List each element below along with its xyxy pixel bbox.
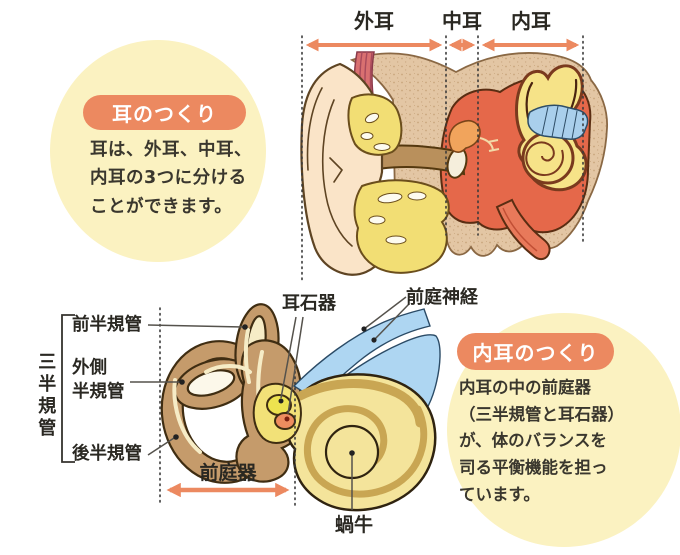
cartilage-upper: [347, 93, 403, 156]
auditory-nerve-striations: [541, 105, 578, 140]
label-posterior-canal: 後半規管: [72, 444, 142, 464]
cochlea-spiral: [303, 405, 428, 498]
cartilage-lower: [353, 179, 450, 274]
label-lateral-canal: 外側 半規管: [72, 358, 125, 402]
semicircular-slits: [525, 78, 578, 130]
cochlea-opening: [324, 424, 380, 480]
cochlea-top-spiral: [525, 141, 564, 177]
intro-bubble: 耳のつくり 耳は、外耳、中耳、 内耳の3つに分ける ことができます。: [50, 40, 266, 262]
cochlea-top: [521, 131, 575, 185]
middle-ear-cavity: [439, 75, 592, 234]
eardrum: [446, 147, 468, 179]
inner-ear-illustration: [160, 303, 441, 512]
cochlea: [286, 373, 437, 512]
utricle: [266, 394, 292, 416]
vestibular-nerve-upper: [292, 308, 431, 401]
labyrinth: [515, 64, 588, 192]
inner-ear-bubble-text: 内耳の中の前庭器 （三半規管と耳石器） が、体のバランスを 司る平衡機能を担っ …: [459, 378, 624, 504]
canal-highlights: [172, 328, 268, 454]
label-outer-ear: 外耳: [354, 9, 394, 33]
auditory-nerve: [527, 104, 589, 140]
vestibular-nerve-lower: [312, 334, 441, 435]
inner-ear-bubble-title: 内耳のつくり: [457, 333, 614, 370]
eustachian-tube: [495, 198, 551, 261]
ear-cross-section-illustration: [300, 51, 608, 276]
ear-canal: [358, 144, 466, 176]
inner-ear-bubble: 内耳のつくり 内耳の中の前庭器 （三半規管と耳石器） が、体のバランスを 司る平…: [447, 313, 680, 547]
leader-dots: [173, 324, 377, 456]
pinna: [300, 62, 389, 276]
intro-bubble-text: 耳は、外耳、中耳、 内耳の3つに分ける ことができます。: [90, 140, 252, 217]
region-dividers: [301, 35, 584, 283]
ear-muscle-striations: [359, 51, 377, 131]
stapes: [479, 137, 500, 152]
label-middle-ear: 中耳: [442, 9, 482, 33]
posterior-canal-hole: [181, 357, 267, 463]
label-vestibular-nerve: 前庭神経: [406, 287, 478, 308]
eustachian-tube-line: [502, 207, 538, 252]
cochlea-top-band: [295, 379, 425, 428]
pinna-folds: [306, 87, 353, 247]
label-cochlea: 蝸牛: [334, 514, 374, 536]
label-otolith-organ: 耳石器: [282, 293, 336, 314]
ear-muscle: [353, 51, 381, 135]
label-vestibular-organ: 前庭器: [199, 462, 257, 484]
lateral-canal: [174, 358, 252, 410]
cartilage-lower-highlights: [368, 191, 427, 245]
label-anterior-canal: 前半規管: [72, 315, 142, 335]
label-inner-ear: 内耳: [511, 9, 551, 33]
saccule: [274, 412, 296, 430]
lateral-canal-hole: [186, 369, 236, 397]
cartilage-upper-highlights: [360, 112, 391, 151]
anterior-canal: [234, 303, 280, 391]
vestibule-sac: [252, 382, 302, 444]
anterior-canal-hole: [245, 315, 267, 377]
label-semicircular-canals-group: 三半規管: [35, 352, 57, 440]
temporal-bone: [349, 52, 608, 257]
ossicles: [448, 119, 481, 153]
intro-bubble-title: 耳のつくり: [83, 95, 246, 130]
